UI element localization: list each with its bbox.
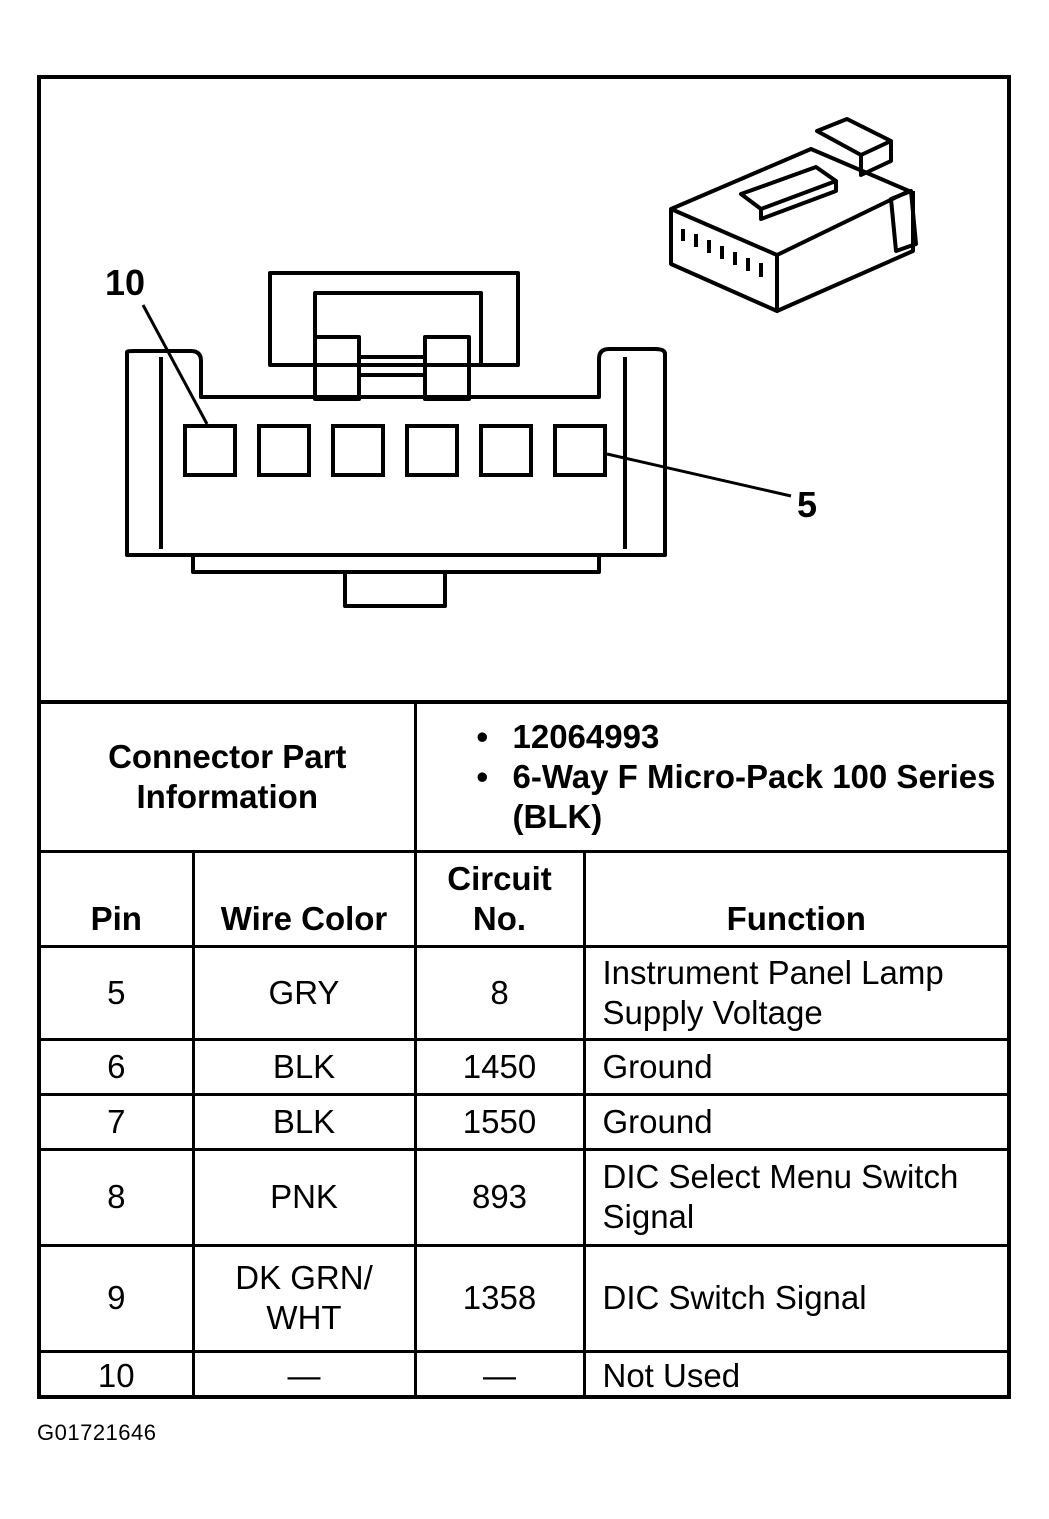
callout-label-pin-10: 10	[105, 262, 146, 303]
latch-tab-right	[423, 335, 471, 401]
connector-face-view	[125, 117, 918, 608]
bottom-rail	[191, 553, 601, 574]
latch-tab-left	[313, 335, 361, 401]
wire-color-cell: PNK	[191, 1147, 417, 1247]
connector-info-values: 12064993 6-Way F Micro-Pack 100 Series (…	[413, 700, 1008, 853]
bottom-key	[343, 570, 447, 608]
function-cell: Instrument Panel Lamp Supply Voltage	[582, 944, 1008, 1041]
function-cell: DIC Select Menu Switch Signal	[582, 1147, 1008, 1247]
function-cell: Ground	[582, 1037, 1008, 1096]
pin-cell: 7	[41, 1092, 195, 1151]
circuit-no-cell: 1358	[413, 1243, 586, 1353]
table-row: 8 PNK 893 DIC Select Menu Switch Signal	[41, 1147, 1008, 1247]
pin-cell: 10	[41, 1349, 195, 1399]
connector-diagram: 10 5	[41, 79, 1007, 700]
pin-cell: 9	[41, 1243, 195, 1353]
table-row: 7 BLK 1550 Ground	[41, 1092, 1008, 1151]
cavity-9	[257, 424, 311, 477]
table-row: 9 DK GRN/ WHT 1358 DIC Switch Signal	[41, 1243, 1008, 1353]
pin-cell: 8	[41, 1147, 195, 1247]
connector-isometric-view	[669, 117, 918, 313]
cavity-8	[331, 424, 385, 477]
cavity-5	[553, 424, 607, 477]
connector-info-row: Connector Part Information 12064993 6-Wa…	[41, 700, 1008, 853]
table-row: 6 BLK 1450 Ground	[41, 1037, 1008, 1096]
cavity-10	[183, 424, 237, 477]
table-row: 10 — — Not Used	[41, 1349, 1008, 1399]
figure-code: G01721646	[37, 1420, 157, 1445]
circuit-no-cell: 893	[413, 1147, 586, 1247]
function-cell: Not Used	[582, 1349, 1008, 1399]
header-wire-color: Wire Color	[191, 849, 417, 948]
function-cell: DIC Switch Signal	[582, 1243, 1008, 1353]
header-circuit-no: Circuit No.	[413, 849, 586, 948]
wire-color-cell: BLK	[191, 1092, 417, 1151]
header-function: Function	[582, 849, 1008, 948]
wire-color-cell: GRY	[191, 944, 417, 1041]
circuit-no-cell: 1550	[413, 1092, 586, 1151]
callout-label-pin-5: 5	[797, 484, 818, 525]
connector-description: 6-Way F Micro-Pack 100 Series (BLK)	[477, 757, 1008, 837]
table-header-row: Pin Wire Color Circuit No. Function	[41, 849, 1008, 948]
part-number: 12064993	[477, 717, 1008, 757]
cavity-6	[479, 424, 533, 477]
wire-color-cell: BLK	[191, 1037, 417, 1096]
function-cell: Ground	[582, 1092, 1008, 1151]
header-pin: Pin	[41, 849, 195, 948]
wire-color-cell: —	[191, 1349, 417, 1399]
table-row: 5 GRY 8 Instrument Panel Lamp Supply Vol…	[41, 944, 1008, 1041]
leader-line-10	[141, 304, 209, 425]
pinout-table: Connector Part Information 12064993 6-Wa…	[41, 700, 1008, 1399]
latch-inner	[313, 291, 483, 367]
connector-figure-frame: 10 5 Connector Part Information 12064993…	[37, 75, 1011, 1399]
wire-color-cell: DK GRN/ WHT	[191, 1243, 417, 1353]
connector-body	[125, 347, 667, 557]
connector-info-label: Connector Part Information	[41, 700, 417, 853]
circuit-no-cell: —	[413, 1349, 586, 1399]
pin-cell: 5	[41, 944, 195, 1041]
circuit-no-cell: 1450	[413, 1037, 586, 1096]
cavity-7	[405, 424, 459, 477]
circuit-no-cell: 8	[413, 944, 586, 1041]
pin-cell: 6	[41, 1037, 195, 1096]
leader-line-5	[606, 452, 792, 498]
